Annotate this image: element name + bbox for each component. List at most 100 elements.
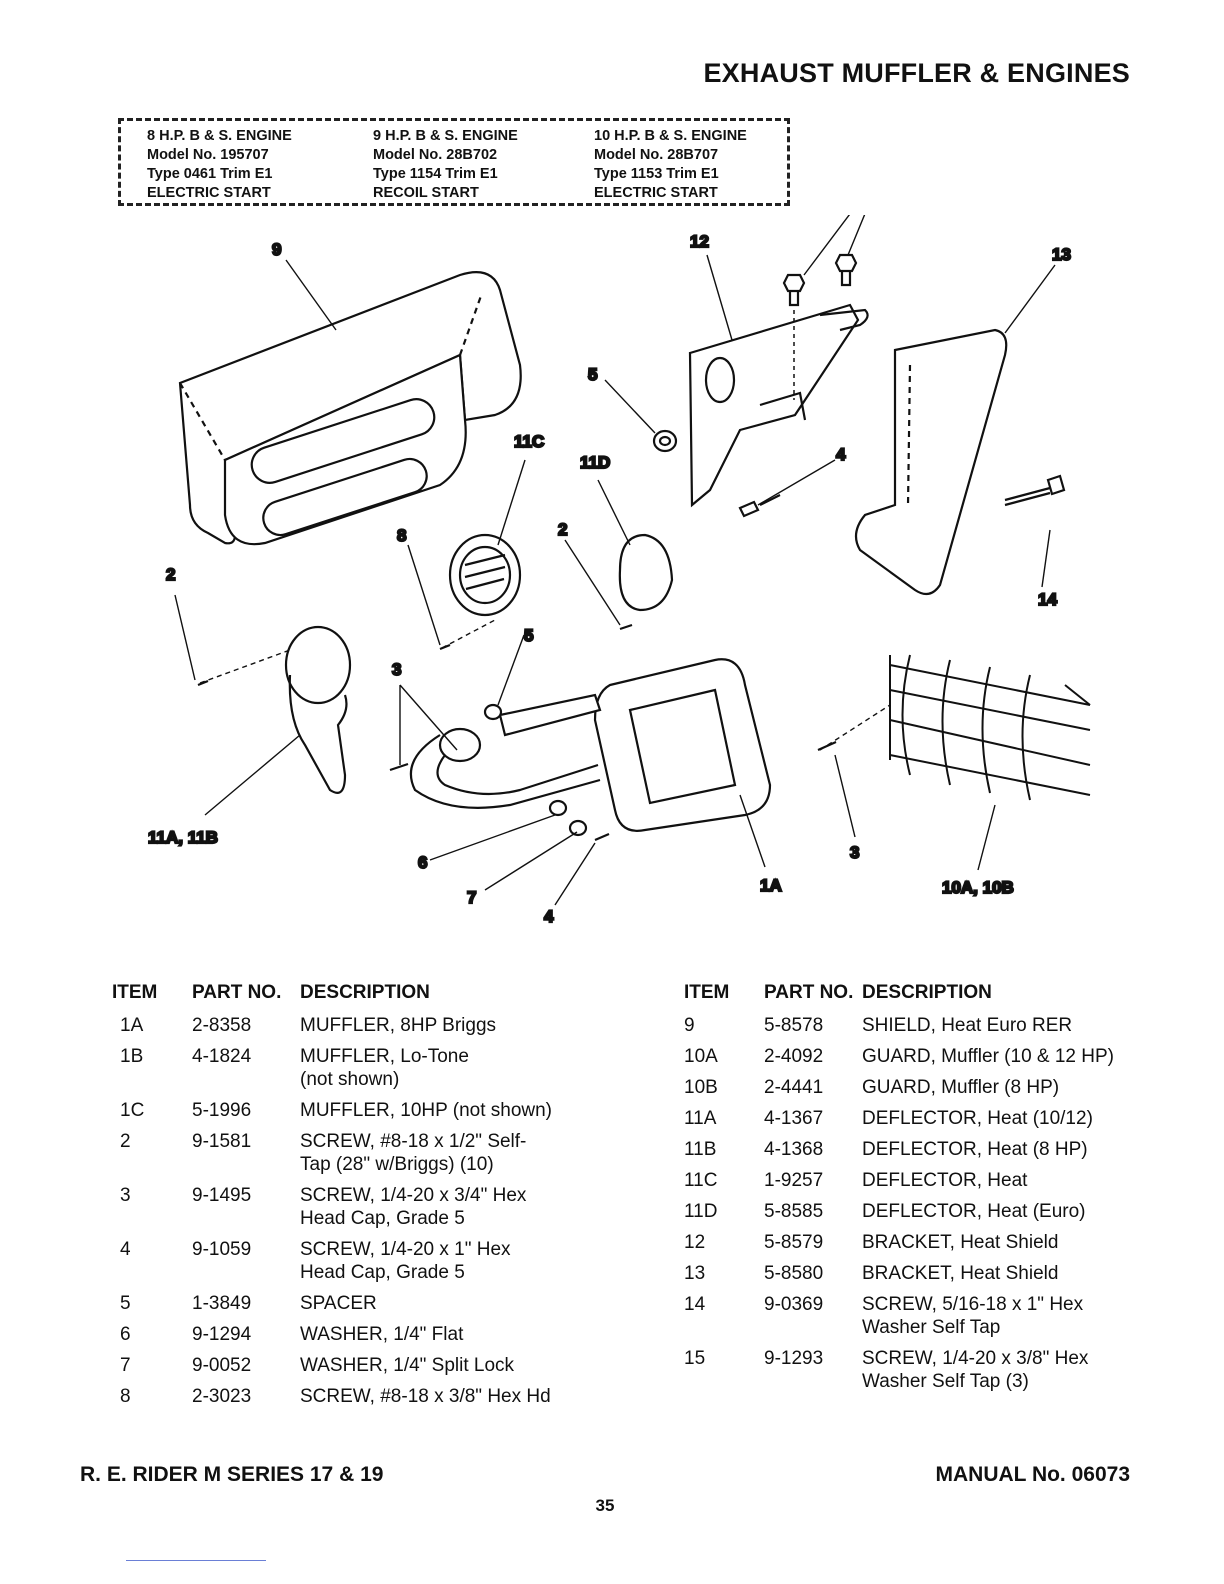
description-line: GUARD, Muffler (8 HP) <box>862 1077 1060 1098</box>
part-number: 5-1996 <box>192 1100 252 1121</box>
item-number: 11A <box>684 1108 717 1129</box>
part-number: 4-1824 <box>192 1046 252 1067</box>
callout-11a-11b: 11A, 11B <box>148 828 218 847</box>
callout-9: 9 <box>272 240 281 259</box>
part-description: SCREW, #8-18 x 3/8" Hex Hd <box>300 1385 590 1408</box>
item-number: 14 <box>684 1294 706 1315</box>
part-number: 9-1495 <box>192 1185 252 1206</box>
item-number: 11B <box>684 1139 717 1160</box>
screw-2-right <box>619 623 633 631</box>
description-line: SCREW, 1/4-20 x 1" Hex <box>300 1239 511 1260</box>
description-line: DEFLECTOR, Heat (10/12) <box>862 1108 1093 1129</box>
description-line: SCREW, #8-18 x 1/2" Self- <box>300 1131 527 1152</box>
description-line: DEFLECTOR, Heat (8 HP) <box>862 1139 1088 1160</box>
muffler-guard-part <box>889 654 1091 801</box>
item-number: 1C <box>120 1100 145 1121</box>
washer-6 <box>548 799 568 817</box>
part-description: DEFLECTOR, Heat (Euro) <box>862 1200 1152 1223</box>
callout-3-right: 3 <box>850 843 859 862</box>
part-description: DEFLECTOR, Heat <box>862 1169 1152 1192</box>
description-line: WASHER, 1/4" Flat <box>300 1324 464 1345</box>
footer-series: R. E. RIDER M SERIES 17 & 19 <box>80 1463 384 1486</box>
callout-4-bottom: 4 <box>544 907 554 926</box>
exploded-parts-diagram: 15 12 13 9 5 11C 11D 4 2 8 2 14 5 3 11A,… <box>100 149 1130 935</box>
part-number: 9-1581 <box>192 1131 252 1152</box>
part-number: 1-3849 <box>192 1293 252 1314</box>
item-number: 3 <box>120 1185 131 1206</box>
item-number: 9 <box>684 1015 695 1036</box>
item-number: 1A <box>120 1015 144 1036</box>
washer-7 <box>568 819 588 837</box>
callout-6: 6 <box>418 853 427 872</box>
part-number: 9-0052 <box>192 1355 252 1376</box>
divider-line <box>126 1560 266 1561</box>
part-description: MUFFLER, 8HP Briggs <box>300 1014 590 1037</box>
deflector-11d-part <box>618 533 674 612</box>
callout-2-left: 2 <box>166 565 175 584</box>
callout-14: 14 <box>1038 590 1057 609</box>
part-number: 9-0369 <box>764 1294 824 1315</box>
table-header: ITEM PART NO. DESCRIPTION <box>112 982 430 1003</box>
part-number: 2-4441 <box>764 1077 824 1098</box>
description-line: DEFLECTOR, Heat (Euro) <box>862 1201 1086 1222</box>
bracket-12-part <box>688 303 869 508</box>
description-line: SCREW, 1/4-20 x 3/4" Hex <box>300 1185 527 1206</box>
table-header: ITEM PART NO. DESCRIPTION <box>684 982 992 1003</box>
description-line: MUFFLER, 8HP Briggs <box>300 1015 497 1036</box>
callout-5-bottom: 5 <box>524 626 533 645</box>
callout-12: 12 <box>690 232 709 251</box>
engine-8hp: 8 H.P. B & S. ENGINE Model No. 195707 Ty… <box>147 128 292 201</box>
item-number: 13 <box>684 1263 706 1284</box>
part-number: 9-1059 <box>192 1239 252 1260</box>
callout-13: 13 <box>1052 245 1071 264</box>
part-description: GUARD, Muffler (10 & 12 HP) <box>862 1045 1152 1068</box>
muffler-1a-part <box>409 658 772 832</box>
description-line: SCREW, 1/4-20 x 3/8" Hex <box>862 1348 1089 1369</box>
item-number: 11C <box>684 1170 718 1191</box>
screw-3-left <box>389 762 409 772</box>
spacer-top-hole <box>658 435 672 447</box>
page-number: 35 <box>595 1496 615 1515</box>
part-number: 2-4092 <box>764 1046 824 1067</box>
deflector-11c-part <box>448 533 522 617</box>
bracket-13-part <box>854 328 1008 596</box>
heat-shield-part <box>178 271 522 546</box>
part-number: 5-8579 <box>764 1232 824 1253</box>
callout-4-top: 4 <box>836 445 846 464</box>
table-row: 11B 4-1368 DEFLECTOR, Heat (8 HP) <box>684 1138 1152 1161</box>
screw-14 <box>1004 474 1066 507</box>
callout-5-top: 5 <box>588 365 597 384</box>
item-number: 6 <box>120 1324 131 1345</box>
deflector-11a-11b-part <box>284 625 352 794</box>
part-description: BRACKET, Heat Shield <box>862 1262 1152 1285</box>
spacer-top <box>652 429 678 453</box>
screw-4-bottom <box>594 832 610 842</box>
screws-15 <box>782 253 858 400</box>
footer-manual-number: MANUAL No. 06073 <box>935 1463 1131 1486</box>
description-line: GUARD, Muffler (10 & 12 HP) <box>862 1046 1115 1067</box>
part-number: 4-1368 <box>764 1139 824 1160</box>
item-number: 11D <box>684 1201 718 1222</box>
callout-11d: 11D <box>580 453 610 472</box>
description-line: WASHER, 1/4" Split Lock <box>300 1355 515 1376</box>
part-number: 5-8585 <box>764 1201 824 1222</box>
description-line: MUFFLER, Lo-Tone <box>300 1046 469 1067</box>
